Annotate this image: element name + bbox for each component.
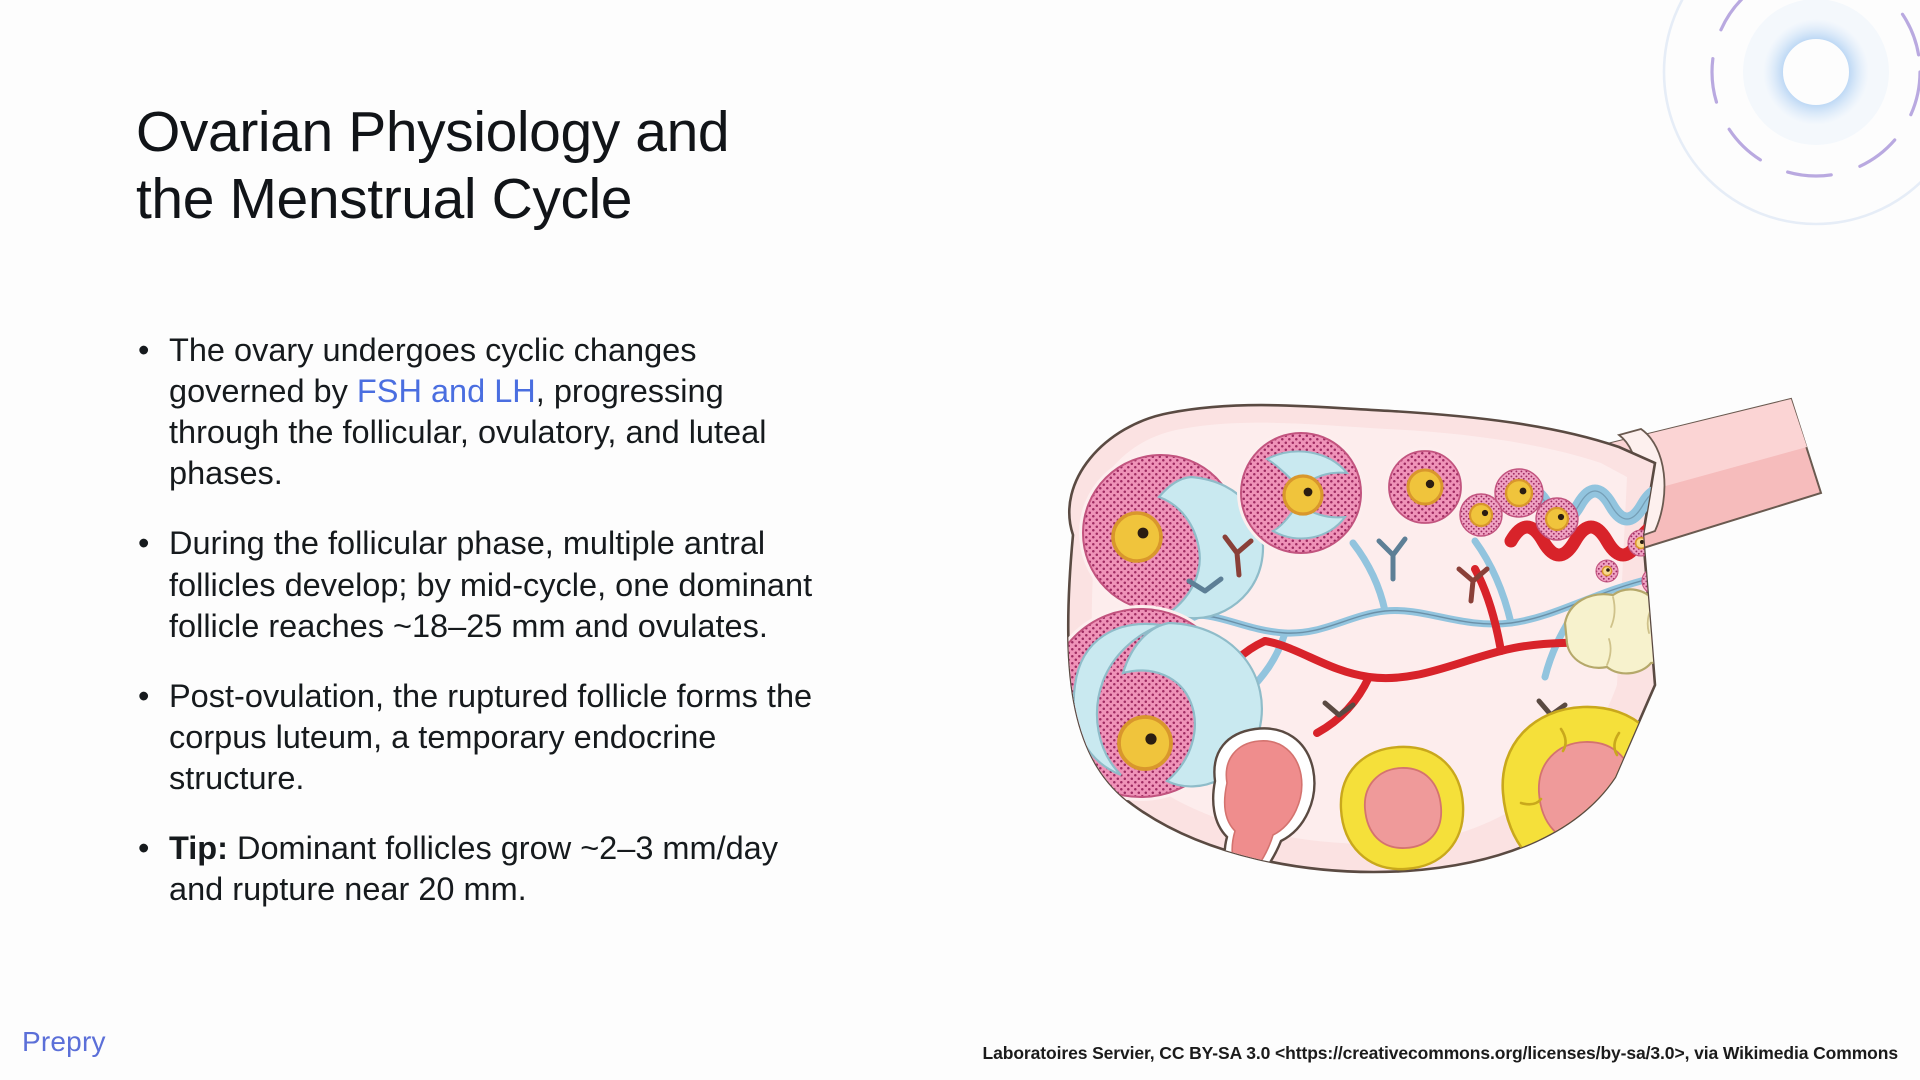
list-item: • The ovary undergoes cyclic changes gov… bbox=[128, 330, 840, 494]
corpus-albicans bbox=[1563, 588, 1655, 675]
page-title: Ovarian Physiology and the Menstrual Cyc… bbox=[136, 99, 896, 232]
page-title-line-2: the Menstrual Cycle bbox=[136, 166, 633, 231]
bullet-marker: • bbox=[138, 332, 150, 368]
list-item: • Post-ovulation, the ruptured follicle … bbox=[128, 676, 840, 799]
list-item-text: Tip: Dominant follicles grow ~2–3 mm/day… bbox=[169, 830, 778, 907]
brand-logo[interactable]: Prepry bbox=[22, 1026, 106, 1057]
ovary-cross-section-illustration bbox=[955, 385, 1835, 930]
list-item: • During the follicular phase, multiple … bbox=[128, 523, 840, 646]
corpus-luteum-mid bbox=[1339, 745, 1465, 871]
concentric-circles-ornament bbox=[1626, 0, 1920, 272]
image-attribution: Laboratoires Servier, CC BY-SA 3.0 <http… bbox=[982, 1043, 1899, 1063]
primordial-follicle-cluster bbox=[1459, 468, 1579, 541]
text-segment: The ovary undergoes cyclic changes gover… bbox=[169, 332, 697, 410]
list-item-text: The ovary undergoes cyclic changes gover… bbox=[169, 332, 766, 491]
text-segment: Dominant follicles grow ~2–3 mm/day and … bbox=[169, 830, 779, 908]
primary-follicle-a bbox=[1385, 447, 1465, 527]
ovarian-veins-outline bbox=[1198, 576, 1655, 634]
list-item-text: Post-ovulation, the ruptured follicle fo… bbox=[169, 677, 813, 796]
ovulation-site-ruptured-follicle bbox=[1212, 727, 1316, 872]
bullet-marker: • bbox=[138, 525, 150, 562]
text-segment: , progressing through the follicular, ov… bbox=[169, 373, 767, 492]
page-title-line-1: Ovarian Physiology and bbox=[136, 100, 730, 164]
highlighted-term: FSH and LH bbox=[356, 373, 536, 410]
tip-label: Tip: bbox=[169, 830, 228, 867]
list-item-text: During the follicular phase, multiple an… bbox=[169, 525, 813, 644]
bullet-list: • The ovary undergoes cyclic changes gov… bbox=[128, 330, 840, 910]
bullet-marker: • bbox=[138, 677, 150, 714]
antral-follicle-upper-left bbox=[1079, 451, 1265, 620]
list-item: • Tip: Dominant follicles grow ~2–3 mm/d… bbox=[128, 828, 840, 910]
bullet-marker: • bbox=[138, 830, 150, 867]
secondary-follicle-top-middle bbox=[1237, 429, 1365, 557]
antral-follicle-lower-left bbox=[1068, 605, 1263, 801]
corpus-luteum-large bbox=[1501, 705, 1655, 872]
